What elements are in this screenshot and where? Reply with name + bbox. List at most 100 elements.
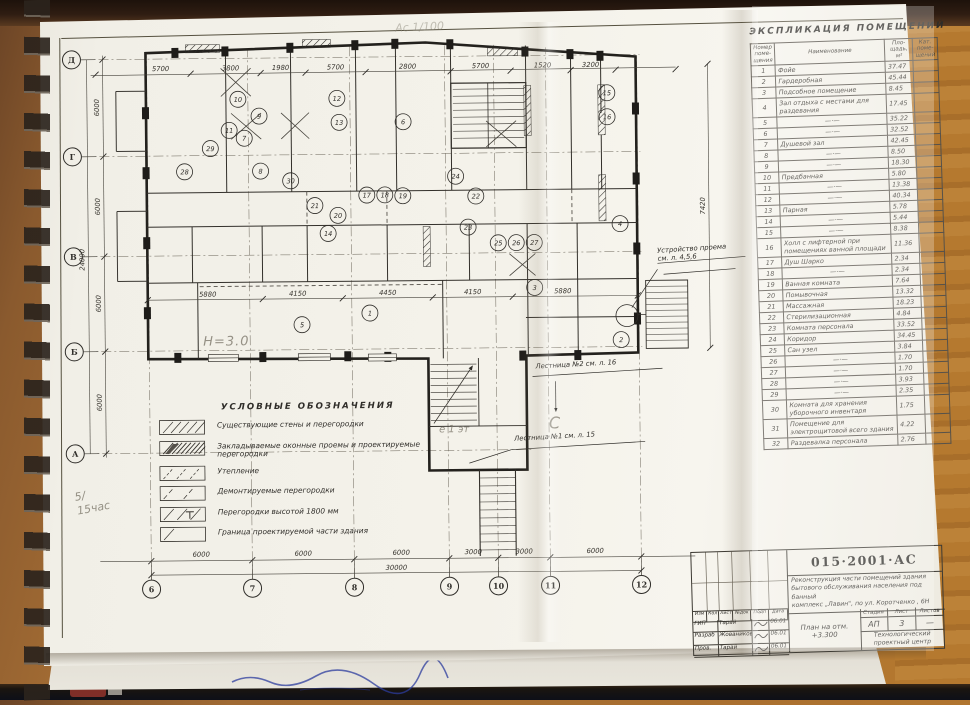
dim-label: 5700 [472,62,489,70]
legend-symbol-icon [159,420,205,435]
legend-item: Демонтируемые перегородки [160,483,470,501]
dim-label: 21 [311,202,319,210]
dim-label: 12 [333,95,341,103]
demolition-x-marks [221,65,536,278]
staff-cell [752,619,769,631]
dim-label: 20 [334,212,342,220]
table-cell: 26 [761,356,786,368]
organization-name: Технологический проектный центр [861,629,945,651]
dim-label: 6000 [587,547,604,555]
stairwell-top [451,83,527,149]
dim-label: Б [71,347,78,357]
dim-label: 6000 [96,394,104,411]
table-cell [920,263,945,275]
table-cell: 19 [758,279,783,291]
demolished-walls [199,189,573,287]
table-cell: 8 [754,150,779,162]
dim-label: 6000 [95,295,103,312]
dim-label: 4150 [464,288,481,296]
table-cell: 4.22 [897,414,926,434]
dim-label: А [72,449,79,459]
table-cell [923,340,948,352]
title-block: 015·2001·АС Реконструкция части помещени… [690,545,945,656]
dim-label: 5 [300,321,304,329]
dim-label: 12 [636,579,647,589]
dim-label: 17 [363,192,372,200]
table-cell [918,211,943,223]
windows [208,353,396,363]
dim-label: 10 [493,581,505,591]
table-cell [918,200,943,212]
dim-label: 23 [464,224,472,232]
dim-label: 9 [447,581,453,591]
column-header: Номер поме- щения [750,43,775,66]
dim-label: 14 [324,230,332,238]
signature-icon [754,643,769,652]
dim-label: 4150 [289,290,306,298]
table-cell: 17 [758,257,783,269]
dim-label: 15 [603,89,611,97]
table-cell: 32 [764,438,789,450]
dim-label: 7 [242,135,247,143]
dim-label: 25 [494,239,502,247]
dim-label: 2800 [399,63,416,71]
dim-label: 13 [335,119,343,127]
table-cell [918,189,943,201]
table-cell [925,414,950,434]
table-cell: 2.76 [898,433,926,445]
dim-label: 3000 [516,548,533,556]
dim-label: 1520 [534,61,551,69]
table-cell [925,395,950,415]
table-cell: 3 [752,87,777,99]
table-cell: 16 [757,238,782,258]
explication-title: ЭКСПЛИКАЦИЯ ПОМЕЩЕНИЙ [749,21,937,37]
table-cell: 27 [761,367,786,379]
dim-label: 3200 [582,61,599,69]
table-cell: 11 [755,183,780,195]
dim-label: 6000 [295,550,312,558]
table-cell [923,351,948,363]
legend-item-label: Граница проектируемой части здания [218,525,368,537]
table-cell [922,329,947,341]
legend-symbol-icon [159,465,205,480]
legend-item-label: Утепление [217,465,259,476]
table-cell [919,222,944,234]
dim-label: 3 [533,284,537,292]
table-cell: 17.45 [886,94,915,114]
dim-label: 6000 [393,549,410,557]
dim-label: 30 [286,177,294,185]
stage-value: АП [860,617,887,631]
table-cell [916,145,941,157]
legend-item: Граница проектируемой части здания [160,524,470,542]
table-cell [924,384,949,396]
legend-item: Закладываемые оконные проемы и проектиру… [159,438,469,461]
dim-label: 3000 [465,548,482,556]
table-cell: 13 [756,205,781,217]
staff-cell: Тарай [719,644,753,656]
table-cell [922,318,947,330]
dim-label: 24 [451,173,459,181]
dim-label: 8 [352,582,358,592]
table-cell [921,274,946,286]
table-cell [917,178,942,190]
table-cell [917,167,942,179]
table-cell: 24 [760,334,785,346]
handwriting-height: Н=3.0 [203,334,249,351]
table-cell: 21 [759,301,784,313]
staff-cell: Жованикова [718,632,752,644]
legend-item: Утепление [159,463,469,481]
table-cell: 30 [762,400,787,420]
staff-cell: 06.01 [769,618,788,630]
dim-label: 8 [258,168,262,176]
dim-label: В [70,252,77,262]
table-cell: 22 [759,312,784,324]
column-header: Кат. поме- щений [913,38,938,61]
table-cell [920,252,945,264]
table-cell [915,112,940,124]
dim-label: 1 [368,310,372,318]
table-cell [924,362,949,374]
legend-symbol-icon [159,440,205,455]
